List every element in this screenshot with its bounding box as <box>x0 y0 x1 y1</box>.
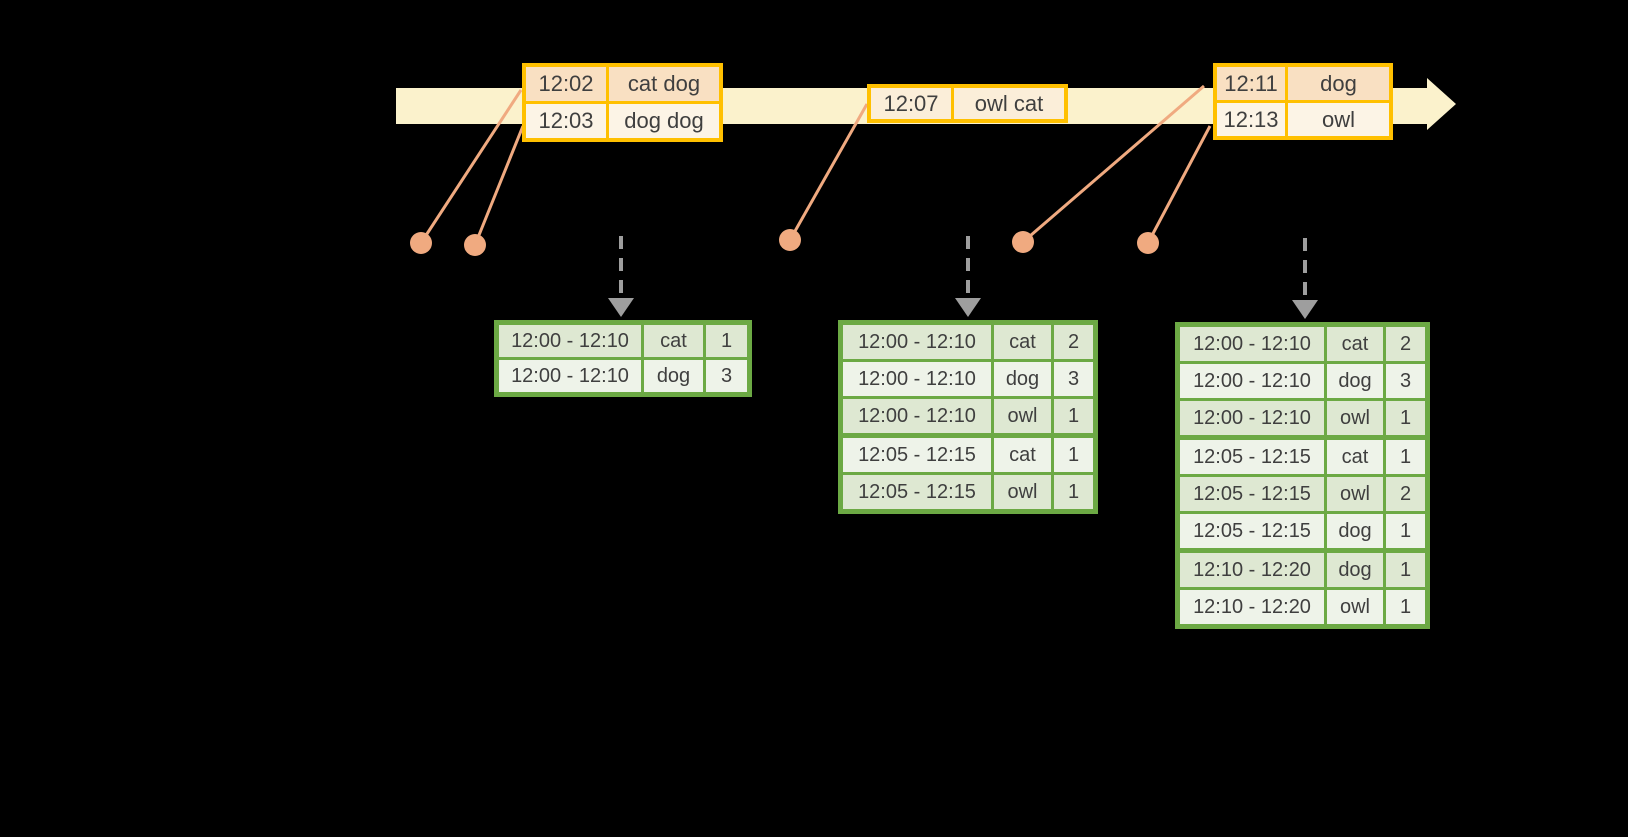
window-cell: 12:10 - 12:20 <box>1180 590 1324 624</box>
word-cell: owl <box>994 399 1051 433</box>
count-cell: 1 <box>1386 514 1425 548</box>
window-cell: 12:00 - 12:10 <box>1180 401 1324 435</box>
count-cell: 2 <box>1054 325 1093 359</box>
count-cell: 1 <box>1386 440 1425 474</box>
event-time: 12:11 <box>1217 67 1285 100</box>
count-cell: 1 <box>706 325 747 357</box>
count-cell: 1 <box>1386 401 1425 435</box>
count-cell: 3 <box>1054 362 1093 396</box>
event-time: 12:07 <box>871 88 951 119</box>
event-dot-icon <box>779 229 801 251</box>
word-cell: cat <box>644 325 703 357</box>
window-cell: 12:05 - 12:15 <box>1180 514 1324 548</box>
down-arrowhead-icon <box>608 298 634 317</box>
word-cell: owl <box>1327 590 1383 624</box>
word-cell: cat <box>1327 327 1383 361</box>
count-cell: 1 <box>1054 438 1093 472</box>
window-cell: 12:00 - 12:10 <box>843 325 991 359</box>
result-table-2: 12:00 - 12:10 cat 2 12:00 - 12:10 dog 3 … <box>838 320 1098 514</box>
count-cell: 1 <box>1386 590 1425 624</box>
word-cell: owl <box>994 475 1051 509</box>
result-table-1: 12:00 - 12:10 cat 1 12:00 - 12:10 dog 3 <box>494 320 752 397</box>
event-dot-icon <box>1012 231 1034 253</box>
event-connector-line <box>473 125 525 246</box>
event-words: owl cat <box>954 88 1064 119</box>
word-cell: cat <box>994 438 1051 472</box>
window-cell: 12:00 - 12:10 <box>843 362 991 396</box>
timeline-arrowhead-icon <box>1427 78 1456 130</box>
count-cell: 2 <box>1386 327 1425 361</box>
window-group: 12:05 - 12:15 cat 1 12:05 - 12:15 owl 1 <box>843 438 1093 509</box>
event-table-1: 12:02 cat dog 12:03 dog dog <box>522 63 723 142</box>
window-cell: 12:00 - 12:10 <box>1180 327 1324 361</box>
count-cell: 2 <box>1386 477 1425 511</box>
event-dot-icon <box>464 234 486 256</box>
event-time: 12:02 <box>526 67 606 101</box>
count-cell: 3 <box>1386 364 1425 398</box>
count-cell: 1 <box>1386 553 1425 587</box>
word-cell: dog <box>994 362 1051 396</box>
event-time: 12:03 <box>526 104 606 138</box>
event-time: 12:13 <box>1217 103 1285 136</box>
word-cell: owl <box>1327 477 1383 511</box>
event-table-2: 12:07 owl cat <box>867 84 1068 123</box>
window-group: 12:05 - 12:15 cat 1 12:05 - 12:15 owl 2 … <box>1180 440 1425 548</box>
window-cell: 12:05 - 12:15 <box>1180 477 1324 511</box>
word-cell: cat <box>994 325 1051 359</box>
window-cell: 12:00 - 12:10 <box>499 360 641 392</box>
window-cell: 12:00 - 12:10 <box>499 325 641 357</box>
count-cell: 1 <box>1054 475 1093 509</box>
word-cell: dog <box>1327 514 1383 548</box>
event-table-3: 12:11 dog 12:13 owl <box>1213 63 1393 140</box>
window-cell: 12:05 - 12:15 <box>1180 440 1324 474</box>
word-cell: dog <box>644 360 703 392</box>
event-words: dog dog <box>609 104 719 138</box>
window-cell: 12:10 - 12:20 <box>1180 553 1324 587</box>
window-group: 12:00 - 12:10 cat 1 12:00 - 12:10 dog 3 <box>499 325 747 392</box>
event-words: cat dog <box>609 67 719 101</box>
down-arrowhead-icon <box>955 298 981 317</box>
event-dot-icon <box>410 232 432 254</box>
event-connector-line <box>1146 125 1212 244</box>
down-arrowhead-icon <box>1292 300 1318 319</box>
window-group: 12:10 - 12:20 dog 1 12:10 - 12:20 owl 1 <box>1180 553 1425 624</box>
event-connector-line <box>788 103 869 241</box>
event-words: owl <box>1288 103 1389 136</box>
window-cell: 12:00 - 12:10 <box>843 399 991 433</box>
word-cell: cat <box>1327 440 1383 474</box>
window-cell: 12:00 - 12:10 <box>1180 364 1324 398</box>
count-cell: 3 <box>706 360 747 392</box>
word-cell: dog <box>1327 553 1383 587</box>
window-cell: 12:05 - 12:15 <box>843 475 991 509</box>
word-cell: dog <box>1327 364 1383 398</box>
window-cell: 12:05 - 12:15 <box>843 438 991 472</box>
window-group: 12:00 - 12:10 cat 2 12:00 - 12:10 dog 3 … <box>1180 327 1425 435</box>
window-group: 12:00 - 12:10 cat 2 12:00 - 12:10 dog 3 … <box>843 325 1093 433</box>
word-cell: owl <box>1327 401 1383 435</box>
event-dot-icon <box>1137 232 1159 254</box>
event-words: dog <box>1288 67 1389 100</box>
result-table-3: 12:00 - 12:10 cat 2 12:00 - 12:10 dog 3 … <box>1175 322 1430 629</box>
count-cell: 1 <box>1054 399 1093 433</box>
